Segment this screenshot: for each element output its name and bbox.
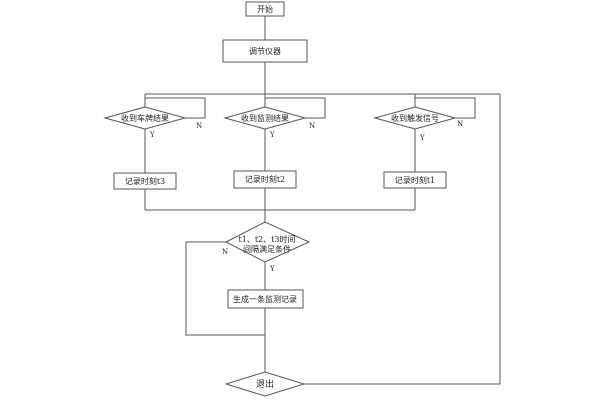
condition-no-label: N bbox=[222, 248, 228, 256]
decision-trigger-signal bbox=[373, 106, 457, 130]
adjust-instrument-label: 调节仪器 bbox=[249, 47, 281, 56]
record-t3-label: 记录时刻t3 bbox=[125, 176, 165, 186]
record-t2-label: 记录时刻t2 bbox=[245, 174, 285, 184]
loop-no-monitor bbox=[265, 97, 326, 119]
loop-no-condition bbox=[185, 241, 265, 336]
record-t1-node bbox=[383, 171, 447, 189]
loop-no-trigger bbox=[415, 97, 476, 119]
loop-exit-return bbox=[304, 94, 501, 385]
exit-label: 退出 bbox=[256, 378, 274, 390]
start-label: 开始 bbox=[257, 4, 273, 14]
generate-record-node bbox=[227, 289, 304, 309]
decision-monitor-result bbox=[223, 106, 307, 130]
trigger-no-label: N bbox=[457, 120, 463, 128]
decision-plate-result bbox=[103, 106, 187, 130]
record-t2-node bbox=[233, 170, 297, 189]
record-t1-label: 记录时刻t1 bbox=[395, 175, 435, 185]
decision-monitor-label: 收到监测结果 bbox=[241, 113, 289, 123]
decision-plate-label: 收到车牌结果 bbox=[121, 113, 169, 123]
adjust-instrument-node bbox=[222, 39, 308, 63]
condition-yes-label: Y bbox=[269, 265, 275, 273]
loop-no-plate bbox=[145, 97, 206, 119]
start-node bbox=[245, 1, 285, 17]
monitor-yes-label: Y bbox=[269, 131, 275, 139]
decision-interval-condition bbox=[224, 221, 311, 263]
condition-line1: t1、t2、t3时间 bbox=[239, 234, 296, 244]
condition-line2: 间隔满足条件 bbox=[243, 244, 291, 254]
plate-no-label: N bbox=[196, 122, 202, 130]
plate-yes-label: Y bbox=[149, 131, 155, 139]
generate-record-label: 生成一条监测记录 bbox=[233, 294, 297, 304]
record-t3-node bbox=[113, 172, 177, 190]
exit-node bbox=[224, 371, 306, 397]
decision-trigger-label: 收到触发信号 bbox=[391, 113, 439, 123]
monitor-no-label: N bbox=[309, 122, 315, 130]
trigger-yes-label: Y bbox=[419, 134, 425, 142]
